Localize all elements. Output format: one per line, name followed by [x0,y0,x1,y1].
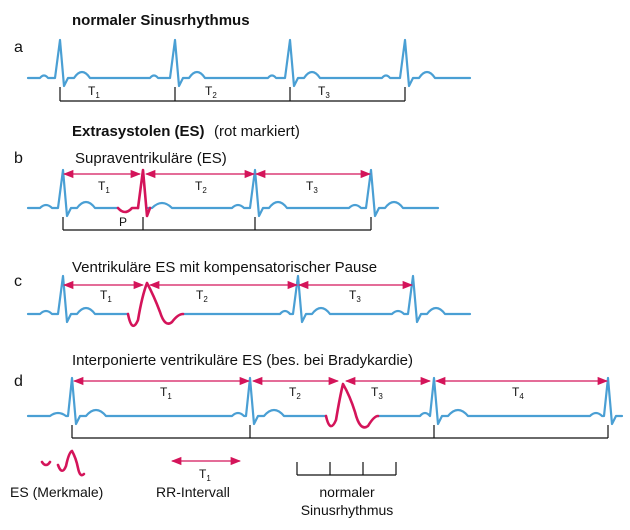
legend-es-small-wave-icon [40,460,52,467]
interval-label-d-1: T1 [160,385,172,401]
interval-label-b-2: T2 [195,179,207,195]
ecg-trace-b [26,168,120,218]
ecg-trace-d-2 [376,376,624,426]
interval-label-b-1: T1 [98,179,110,195]
caption-b: Supraventrikuläre (ES) [75,150,227,167]
ecg-trace-c-2 [181,274,472,324]
ecg-trace-d [26,376,328,426]
legend-normal-label-line2: Sinusrhythmus [301,502,394,518]
panel-letter-c: c [14,273,22,290]
es-ventricular-c [126,281,185,328]
section-title-es-note: (rot markiert) [214,123,300,140]
p-wave-label: P [119,215,127,229]
interval-label-d-3: T3 [371,385,383,401]
ecg-trace-c [26,274,130,324]
interval-label-b-3: T3 [306,179,318,195]
legend-es-label: ES (Merkmale) [10,484,103,500]
interval-label-a-2: T2 [205,84,217,100]
section-title-es: Extrasystolen (ES) (rot markiert) [72,123,300,140]
interval-label-d-2: T2 [289,385,301,401]
legend-es-big-wave-icon [56,449,86,477]
bracket-b [62,217,372,231]
legend-normal-bracket [296,462,397,476]
es-ventricular-d [324,382,380,429]
panel-letter-b: b [14,150,23,167]
interval-label-a-3: T3 [318,84,330,100]
bracket-d [71,425,609,439]
interval-label-a-1: T1 [88,84,100,100]
ecg-trace-a [26,38,472,88]
es-supraventricular-qrs [136,168,152,218]
interval-label-c-1: T1 [100,288,112,304]
interval-label-c-3: T3 [349,288,361,304]
es-supraventricular-p-wave [116,206,140,214]
caption-c: Ventrikuläre ES mit kompensatorischer Pa… [72,259,377,276]
ecg-trace-b-2 [146,168,440,218]
caption-d: Interponierte ventrikuläre ES (bes. bei … [72,352,413,369]
legend-rr-label: RR-Intervall [156,484,230,500]
legend-rr-sample-label: T1 [199,467,211,483]
legend-normal-label-line1: normaler [319,484,375,500]
panel-letter-a: a [14,39,23,56]
bracket-a [59,87,406,102]
section-title-es-bold: Extrasystolen (ES) [72,123,205,140]
title-normal-sinus: normaler Sinusrhythmus [72,12,250,29]
interval-label-c-2: T2 [196,288,208,304]
panel-letter-d: d [14,373,23,390]
interval-label-d-4: T4 [512,385,524,401]
